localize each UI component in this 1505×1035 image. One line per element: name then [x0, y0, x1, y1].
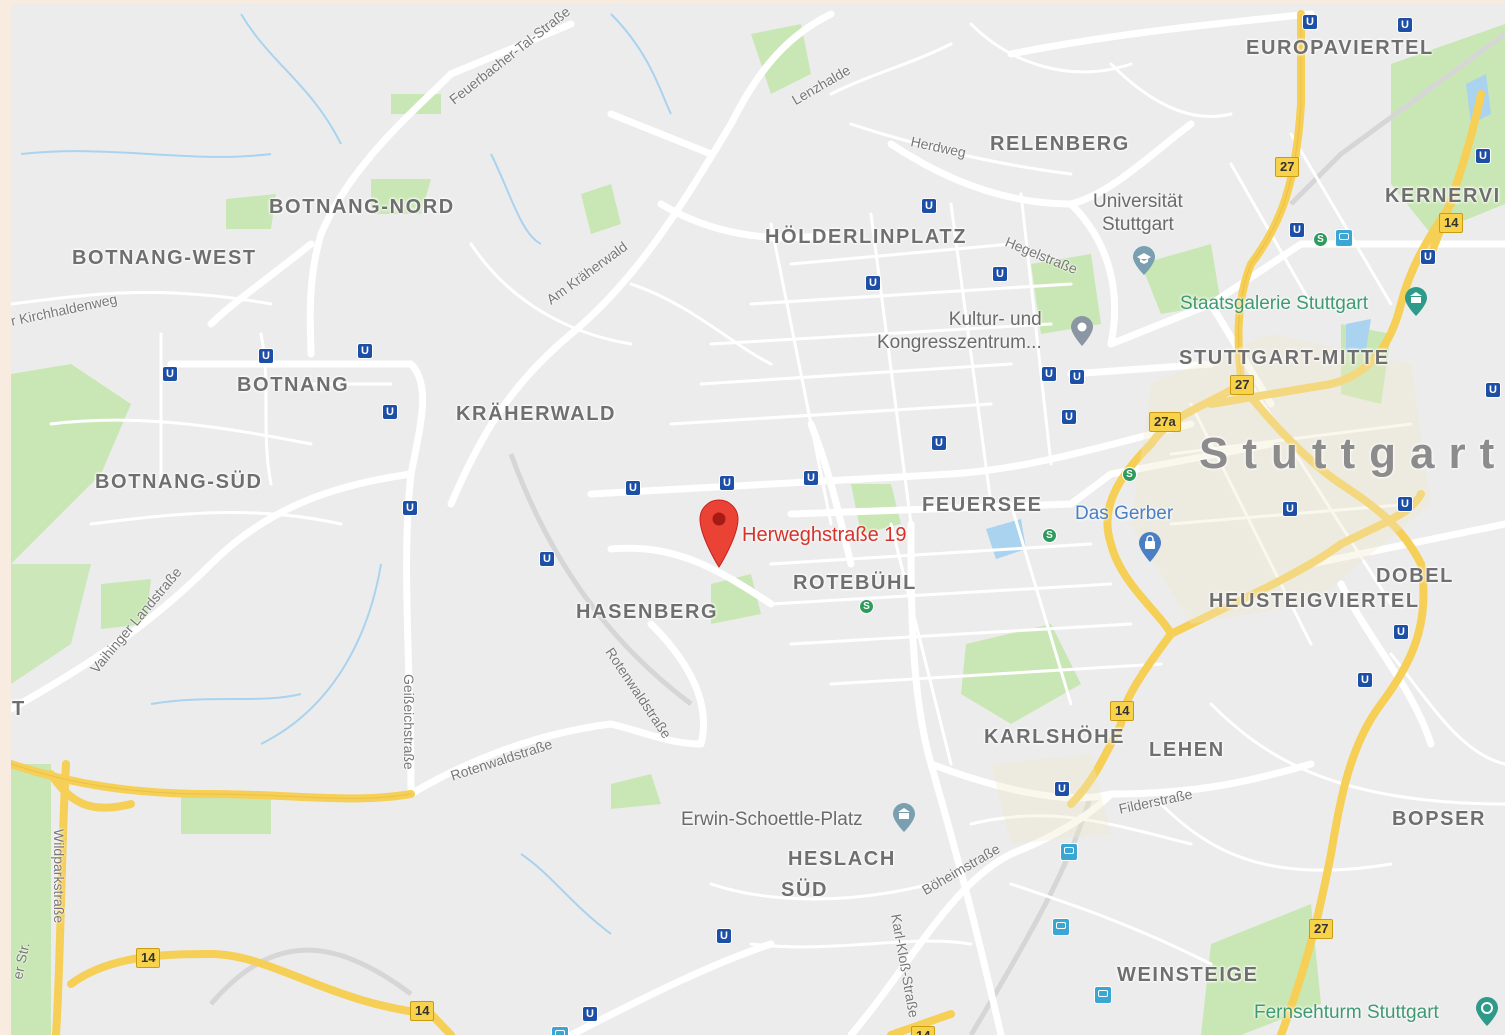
bus-stop-icon[interactable] [1335, 229, 1353, 247]
park-icon[interactable] [891, 803, 917, 833]
poi-label-kongresszentrum[interactable]: Kultur- und Kongresszentrum... [877, 309, 1042, 353]
ubahn-icon[interactable]: U [803, 470, 819, 486]
poi-label-fernsehturm[interactable]: Fernsehturm Stuttgart [1254, 1002, 1439, 1023]
poi-label-staatsgalerie[interactable]: Staatsgalerie Stuttgart [1180, 293, 1368, 314]
ubahn-icon[interactable]: U [1397, 17, 1413, 33]
district-label: RELENBERG [990, 133, 1130, 155]
sbahn-icon[interactable]: S [1042, 528, 1057, 543]
district-label: DOBEL [1376, 565, 1454, 587]
ubahn-icon[interactable]: U [402, 500, 418, 516]
map-canvas[interactable]: EUROPAVIERTEL RELENBERG KERNERVI BOTNANG… [11, 4, 1505, 1035]
district-label: SÜD [781, 879, 829, 901]
route-shield: 14 [136, 948, 161, 968]
route-shield: 14 [1110, 701, 1135, 721]
tower-icon[interactable] [1474, 997, 1500, 1027]
school-icon[interactable] [1131, 246, 1157, 276]
ubahn-icon[interactable]: U [865, 275, 881, 291]
route-shield: 14 [410, 1001, 435, 1021]
poi-label-das-gerber[interactable]: Das Gerber [1075, 503, 1174, 524]
map-base-layer [11, 10, 1505, 1035]
district-label: KERNERVI [1385, 185, 1501, 207]
place-icon[interactable] [1069, 315, 1095, 347]
ubahn-icon[interactable]: U [921, 198, 937, 214]
bus-stop-icon[interactable] [1060, 843, 1078, 861]
shopping-icon[interactable] [1137, 531, 1163, 563]
district-label: HASENBERG [576, 601, 719, 623]
district-label: WEINSTEIGE [1117, 964, 1259, 986]
ubahn-icon[interactable]: U [1485, 382, 1501, 398]
bus-stop-icon[interactable] [1052, 918, 1070, 936]
bus-stop-icon[interactable] [1094, 986, 1112, 1004]
street-label: Wildparkstraße [51, 829, 67, 924]
ubahn-icon[interactable]: U [1282, 501, 1298, 517]
ubahn-icon[interactable]: U [1475, 148, 1491, 164]
ubahn-icon[interactable]: U [258, 348, 274, 364]
bus-stop-icon[interactable] [551, 1026, 569, 1035]
poi-label-erwin-schoettle-platz[interactable]: Erwin-Schoettle-Platz [681, 809, 863, 830]
ubahn-icon[interactable]: U [1393, 624, 1409, 640]
ubahn-icon[interactable]: U [582, 1006, 598, 1022]
ubahn-icon[interactable]: U [992, 266, 1008, 282]
district-label: KRÄHERWALD [456, 403, 617, 425]
route-shield: 27a [1149, 412, 1181, 432]
museum-icon[interactable] [1403, 287, 1429, 317]
district-label: BOTNANG-WEST [72, 247, 257, 269]
city-label: Stuttgart [1199, 429, 1505, 478]
district-label: HÖLDERLINPLATZ [765, 226, 968, 248]
marker-label[interactable]: Herweghstraße 19 [742, 524, 907, 546]
ubahn-icon[interactable]: U [1302, 14, 1318, 30]
ubahn-icon[interactable]: U [1397, 496, 1413, 512]
ubahn-icon[interactable]: U [1289, 222, 1305, 238]
route-shield: 27 [1309, 919, 1334, 939]
district-label: ROTEBÜHL [793, 572, 917, 594]
district-label: HEUSTEIGVIERTEL [1209, 590, 1420, 612]
route-shield: 27 [1275, 157, 1300, 177]
ubahn-icon[interactable]: U [382, 404, 398, 420]
street-label: Geißeichstraße [401, 674, 417, 770]
ubahn-icon[interactable]: U [1041, 366, 1057, 382]
ubahn-icon[interactable]: U [625, 480, 641, 496]
ubahn-icon[interactable]: U [162, 366, 178, 382]
district-label: HESLACH [788, 848, 896, 870]
route-shield: 27 [1230, 375, 1255, 395]
ubahn-icon[interactable]: U [719, 475, 735, 491]
route-shield: 14 [911, 1026, 936, 1035]
district-label: T [12, 698, 26, 720]
district-label: LEHEN [1149, 739, 1225, 761]
district-label: BOPSER [1392, 808, 1487, 830]
district-label: BOTNANG-NORD [269, 196, 455, 218]
ubahn-icon[interactable]: U [716, 928, 732, 944]
ubahn-icon[interactable]: U [1069, 369, 1085, 385]
district-label: STUTTGART-MITTE [1179, 347, 1390, 369]
ubahn-icon[interactable]: U [931, 435, 947, 451]
ubahn-icon[interactable]: U [539, 551, 555, 567]
sbahn-icon[interactable]: S [1122, 467, 1137, 482]
district-label: BOTNANG [237, 374, 350, 396]
ubahn-icon[interactable]: U [357, 343, 373, 359]
route-shield: 14 [1439, 213, 1464, 233]
district-label: EUROPAVIERTEL [1246, 37, 1434, 59]
poi-label-universitaet[interactable]: Universität Stuttgart [1093, 191, 1183, 235]
district-label: KARLSHÖHE [984, 726, 1126, 748]
ubahn-icon[interactable]: U [1061, 409, 1077, 425]
ubahn-icon[interactable]: U [1420, 249, 1436, 265]
ubahn-icon[interactable]: U [1357, 672, 1373, 688]
location-pin-icon[interactable] [697, 497, 741, 569]
district-label: FEUERSEE [922, 494, 1043, 516]
sbahn-icon[interactable]: S [1313, 232, 1328, 247]
district-label: BOTNANG-SÜD [95, 471, 263, 493]
sbahn-icon[interactable]: S [859, 599, 874, 614]
ubahn-icon[interactable]: U [1054, 781, 1070, 797]
